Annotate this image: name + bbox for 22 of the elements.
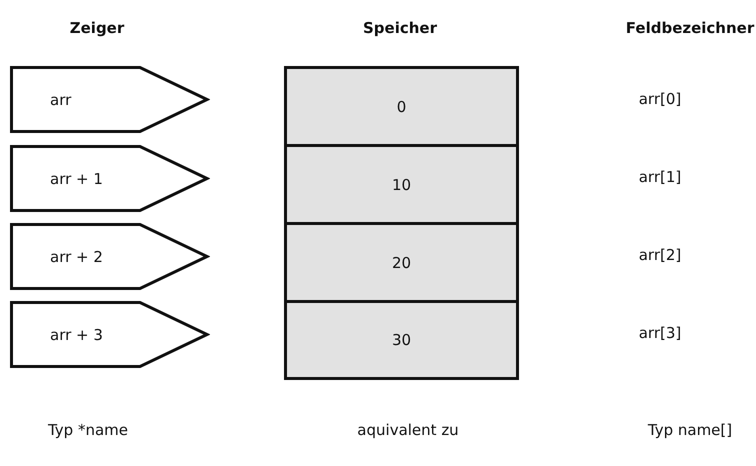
memory-cell	[284, 222, 519, 303]
declaration-text: Typ name[]	[648, 421, 732, 439]
column-heading: Feldbezeichner	[626, 19, 754, 37]
cell-value: 10	[392, 176, 412, 194]
column-heading: Zeiger	[70, 19, 124, 37]
cell-value: 0	[396, 98, 406, 116]
equivalence-text: aquivalent zu	[357, 421, 459, 439]
pointer-label: arr + 3	[50, 326, 103, 344]
cell-value: 30	[392, 331, 412, 349]
cell-value: 20	[392, 254, 412, 272]
array-element-label: arr[1]	[638, 168, 682, 186]
pointer-label: arr	[50, 90, 72, 108]
pointer-label: arr + 2	[50, 248, 103, 266]
memory-cell	[284, 144, 519, 225]
memory-cell	[284, 66, 519, 147]
array-element-label: arr[3]	[638, 324, 682, 342]
memory-cell	[284, 300, 519, 380]
pointer-label: arr + 1	[50, 170, 103, 188]
declaration-text: Typ *name	[48, 421, 128, 439]
array-element-label: arr[0]	[638, 90, 682, 108]
column-heading: Speicher	[363, 19, 437, 37]
array-element-label: arr[2]	[638, 246, 682, 264]
